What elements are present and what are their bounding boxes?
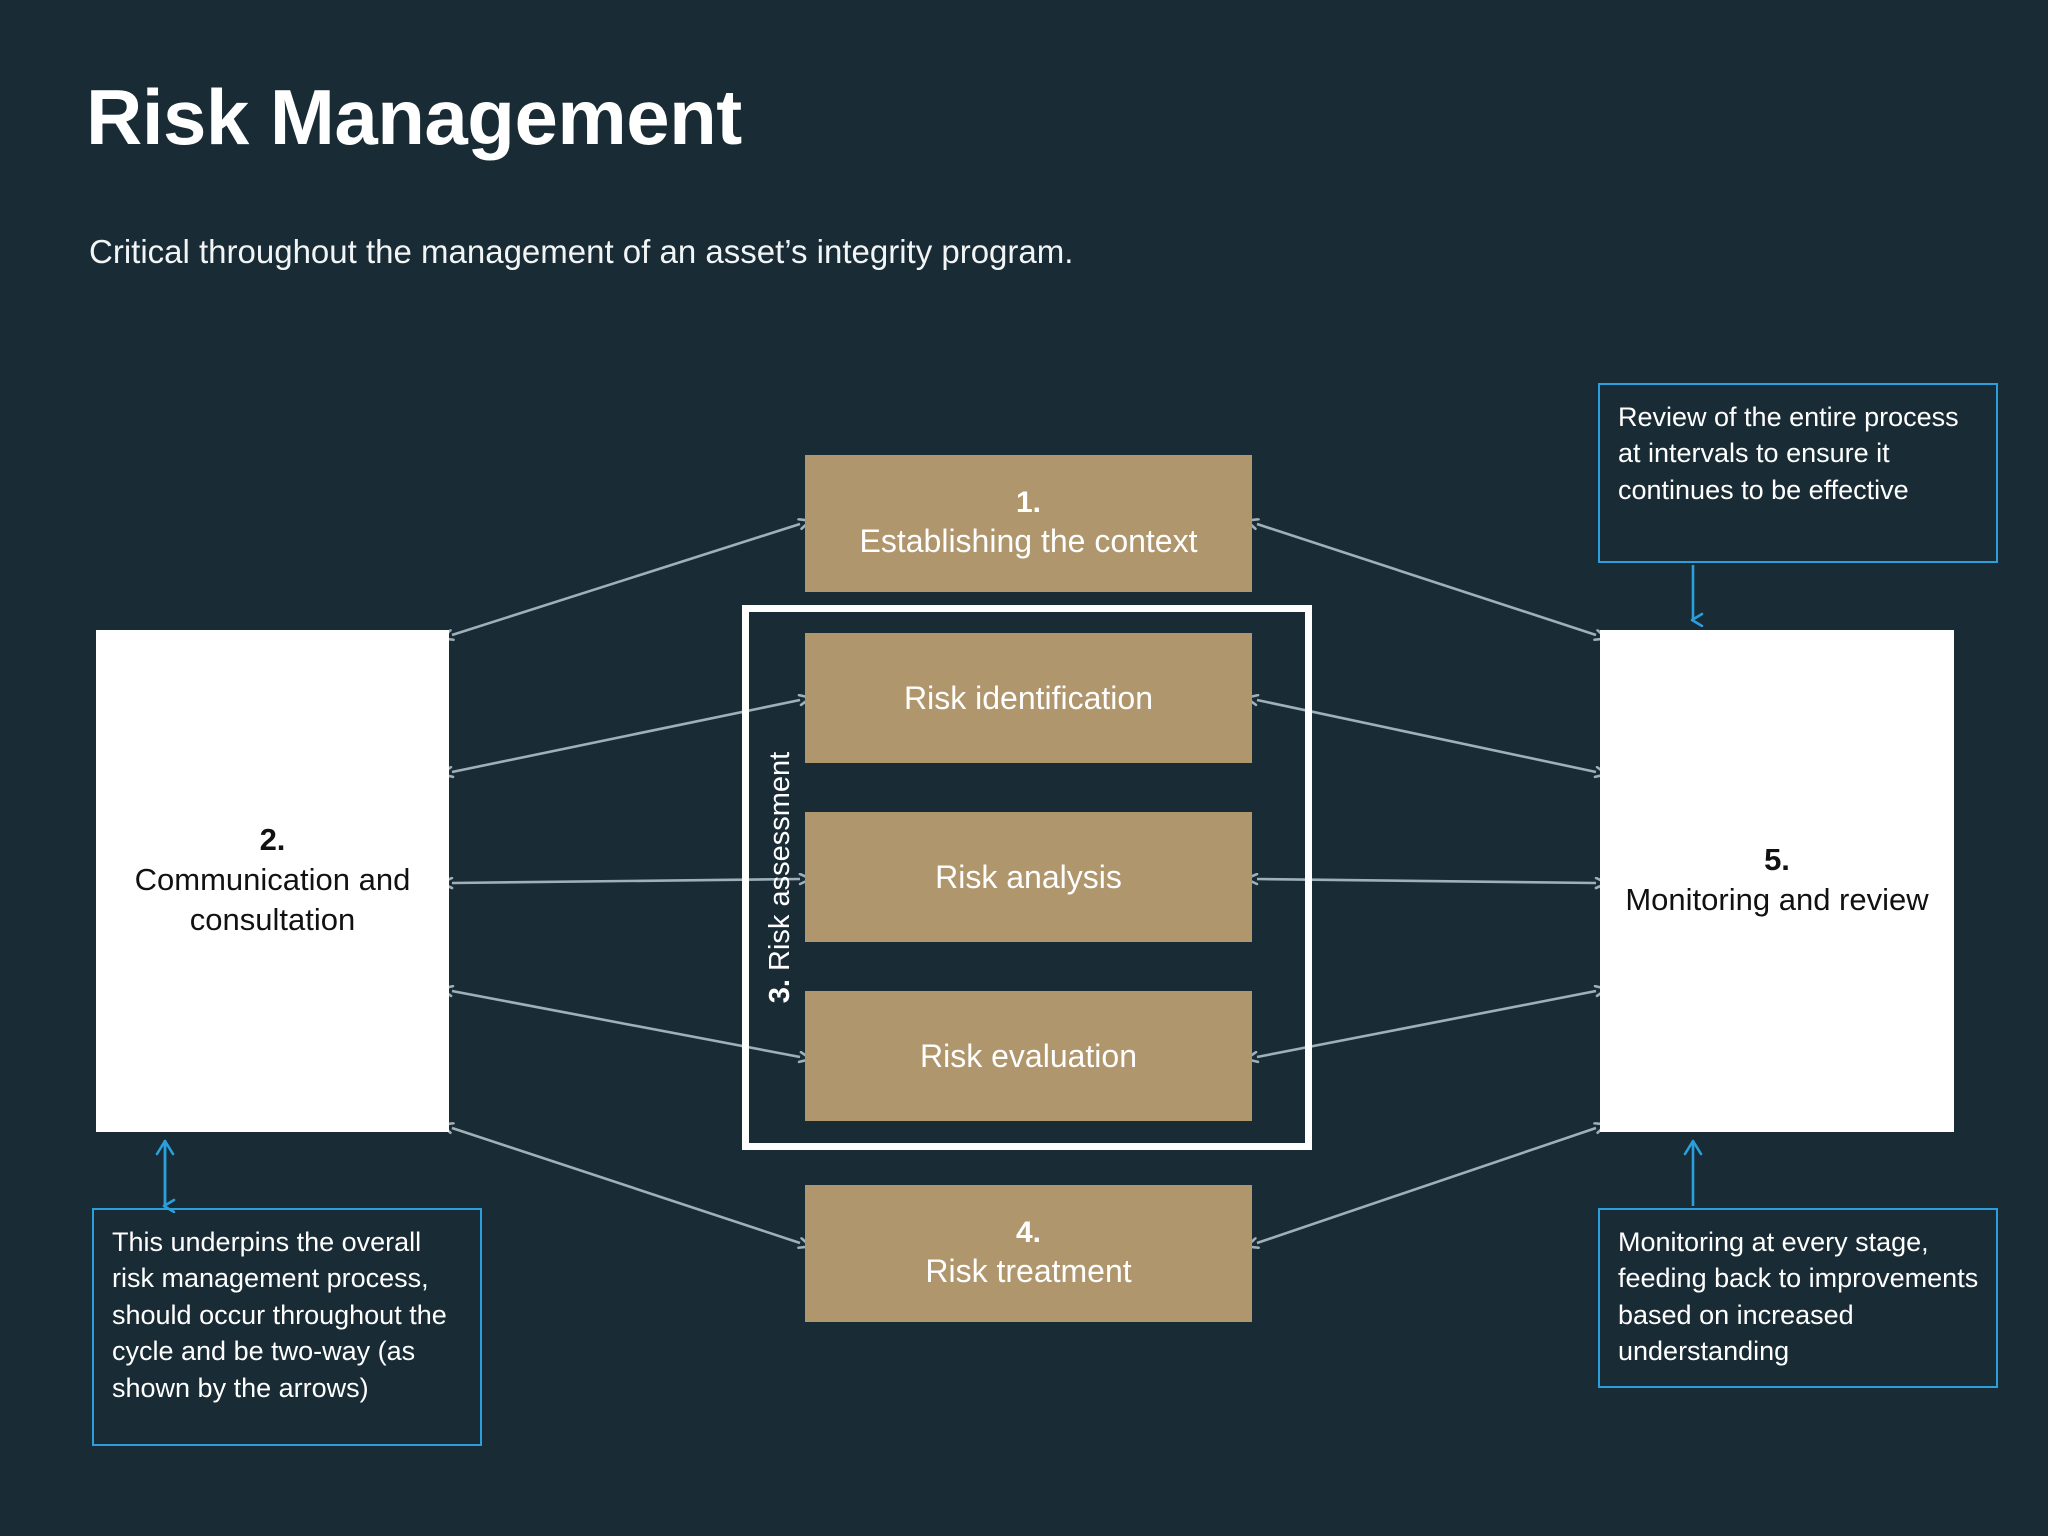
step-5-number: 5. (1764, 842, 1790, 878)
arrow-step1-step5 (1257, 524, 1596, 635)
callout-top-right: Review of the entire process at interval… (1598, 383, 1998, 563)
arrow-step2-step4 (452, 1128, 800, 1243)
arrow-step2-step1 (452, 524, 800, 635)
sub-step-risk-analysis[interactable]: Risk analysis (805, 812, 1252, 942)
page-subtitle: Critical throughout the management of an… (89, 233, 1074, 270)
sub-step-risk-evaluation[interactable]: Risk evaluation (805, 991, 1252, 1121)
arrow-step4-step5 (1257, 1128, 1596, 1243)
risk-assessment-frame (742, 605, 1312, 1150)
step-box-2-communication-and-consultation[interactable]: 2. Communication and consultation (96, 630, 449, 1132)
step-4-number: 4. (1015, 1215, 1042, 1249)
sub-step-1-label: Risk identification (904, 679, 1153, 716)
sub-step-risk-identification[interactable]: Risk identification (805, 633, 1252, 763)
arrow-risk-evaluation-step5 (1257, 991, 1596, 1057)
step-2-number: 2. (259, 822, 286, 858)
callout-top-right-text: Review of the entire process at interval… (1618, 402, 1959, 505)
callout-bottom-left-text: This underpins the overall risk manageme… (112, 1227, 447, 1403)
sub-step-3-label: Risk evaluation (920, 1037, 1137, 1074)
arrow-risk-analysis-step5 (1257, 879, 1596, 883)
step-1-label: Establishing the context (859, 523, 1198, 560)
sub-step-2-label: Risk analysis (935, 858, 1122, 895)
step-5-label: Monitoring and review (1625, 882, 1929, 918)
step-box-1-establishing-the-context[interactable]: 1. Establishing the context (805, 455, 1252, 592)
arrow-risk-identification-step5 (1257, 700, 1596, 772)
blue-connector-bottom-left-head (155, 1139, 175, 1206)
step-2-label: Communication and consultation (134, 862, 411, 938)
callout-bottom-left: This underpins the overall risk manageme… (92, 1208, 482, 1446)
step-1-number: 1. (1015, 485, 1042, 519)
step-box-5-monitoring-and-review[interactable]: 5. Monitoring and review (1600, 630, 1954, 1132)
callout-bottom-right: Monitoring at every stage, feeding back … (1598, 1208, 1998, 1388)
page-title: Risk Management (86, 73, 742, 161)
callout-bottom-right-text: Monitoring at every stage, feeding back … (1618, 1227, 1979, 1367)
step-4-label: Risk treatment (925, 1253, 1132, 1290)
step-box-4-risk-treatment[interactable]: 4. Risk treatment (805, 1185, 1252, 1322)
blue-connector-bottom-right (1683, 1139, 1703, 1206)
